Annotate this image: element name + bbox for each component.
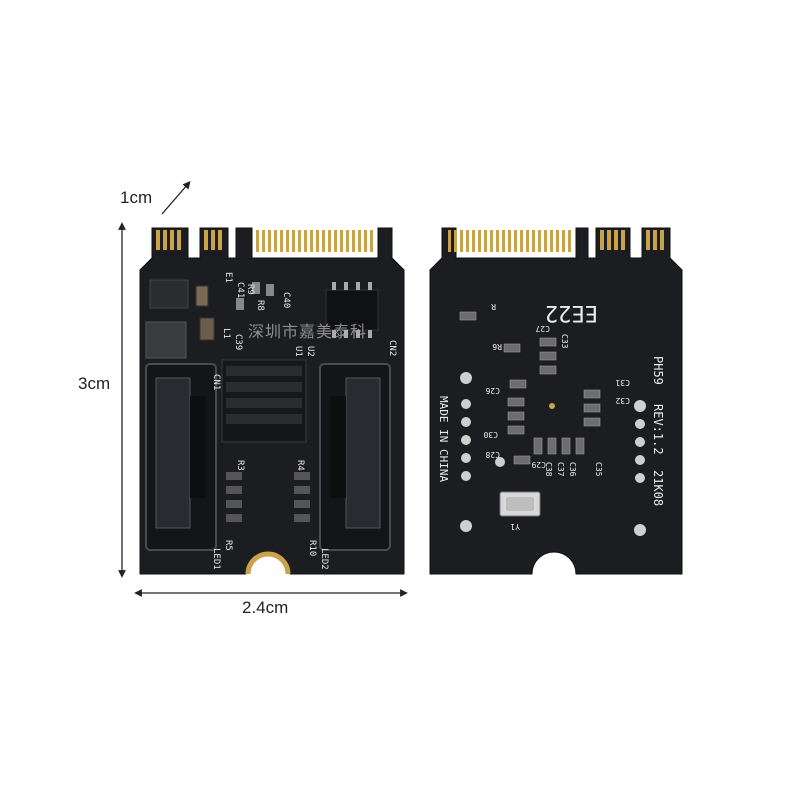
silk-label: U2 [305, 346, 315, 357]
back-model-label: PH59 [651, 356, 665, 385]
silk-label: C28 [485, 450, 500, 459]
silk-label: R5 [223, 540, 233, 551]
back-silk-logo: EE22 [545, 300, 598, 325]
back-crystal-label: Y1 [510, 522, 520, 531]
silk-label: LED1 [211, 548, 221, 570]
cn1-label: CN1 [211, 374, 221, 390]
silk-label: C40 [281, 292, 291, 308]
silk-label: C26 [485, 386, 500, 395]
back-edge-pins [448, 230, 664, 252]
back-board: EE22 PH59 REV:1.2 21K08 MADE IN CHINA Y1… [429, 227, 683, 575]
silk-label: R4 [295, 460, 305, 471]
silk-label: C31 [615, 378, 630, 387]
silk-label: U1 [293, 346, 303, 357]
depth-dimension-label: 1cm [120, 188, 153, 207]
front-inductor [145, 321, 187, 359]
silk-label: R3 [235, 460, 245, 471]
silk-label: C27 [535, 324, 550, 333]
back-test-pads [460, 372, 646, 536]
sata-port-1 [145, 363, 217, 551]
sata-port-2 [319, 363, 391, 551]
silk-label: LED2 [319, 548, 329, 570]
height-dimension-label: 3cm [78, 374, 111, 393]
silk-label: C41 [235, 282, 245, 298]
back-date-code: 21K08 [651, 470, 665, 506]
width-dimension-label: 2.4cm [242, 598, 289, 617]
front-heatsink [221, 359, 307, 443]
silk-label: R8 [255, 300, 265, 311]
silk-label: C33 [560, 334, 569, 349]
front-eeprom-chip [325, 289, 379, 331]
silk-label: C39 [233, 334, 243, 350]
watermark-text: 深圳市嘉美泰科 [248, 322, 368, 341]
silk-label: C37 [556, 462, 565, 477]
silk-label: E1 [223, 272, 233, 283]
silk-label: C29 [531, 460, 546, 469]
depth-arrow [161, 181, 191, 215]
back-revision-label: REV:1.2 [651, 404, 665, 455]
front-board: CN1 CN2 R9 R8 C40 C41 E1 L1 C39 U1 U2 R3… [139, 227, 405, 575]
silk-label: R10 [307, 540, 317, 556]
silk-label: R9 [245, 284, 255, 295]
front-transistor [149, 279, 189, 309]
silk-label: R6 [492, 342, 502, 351]
silk-label: C38 [544, 462, 553, 477]
front-edge-pins [156, 230, 373, 252]
silk-label: L1 [221, 328, 231, 339]
back-pcb [429, 227, 683, 575]
silk-label: C32 [615, 396, 630, 405]
back-made-in-label: MADE IN CHINA [437, 396, 450, 482]
silk-label: C35 [594, 462, 603, 477]
silk-label: C36 [568, 462, 577, 477]
silk-label: C30 [483, 430, 498, 439]
front-screw-notch [245, 551, 291, 575]
silk-label: R [491, 302, 496, 311]
cn2-label: CN2 [387, 340, 397, 356]
